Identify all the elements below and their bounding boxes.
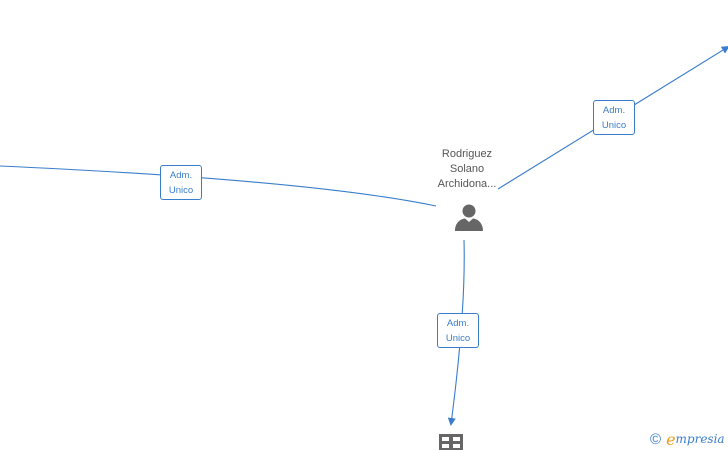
copyright-icon: ©: [650, 430, 662, 448]
edge-label-line2: Unico: [445, 333, 471, 344]
edge-label-line2: Unico: [168, 185, 194, 196]
edge-label-line2: Unico: [601, 120, 627, 131]
person-name-line: Solano: [449, 163, 485, 175]
person-node-name[interactable]: Rodriguez Solano Archidona...: [418, 147, 516, 192]
edge-label-line1: Adm.: [169, 170, 193, 181]
person-name-line: Rodriguez: [441, 148, 493, 160]
edge-label-left[interactable]: Adm. Unico: [160, 165, 202, 200]
edge-label-bottom[interactable]: Adm. Unico: [437, 313, 479, 348]
edge-label-line1: Adm.: [446, 318, 470, 329]
brand-logo-initial: e: [666, 429, 676, 449]
brand-logo-text: mpresia: [675, 432, 725, 446]
person-name-line: Archidona...: [437, 178, 497, 190]
empresia-watermark: © e mpresia: [650, 429, 725, 449]
building-icon[interactable]: [439, 434, 463, 450]
person-icon[interactable]: [454, 203, 484, 233]
edge-label-line1: Adm.: [602, 105, 626, 116]
edge-label-top-right[interactable]: Adm. Unico: [593, 100, 635, 135]
edge-left[interactable]: [0, 165, 437, 207]
